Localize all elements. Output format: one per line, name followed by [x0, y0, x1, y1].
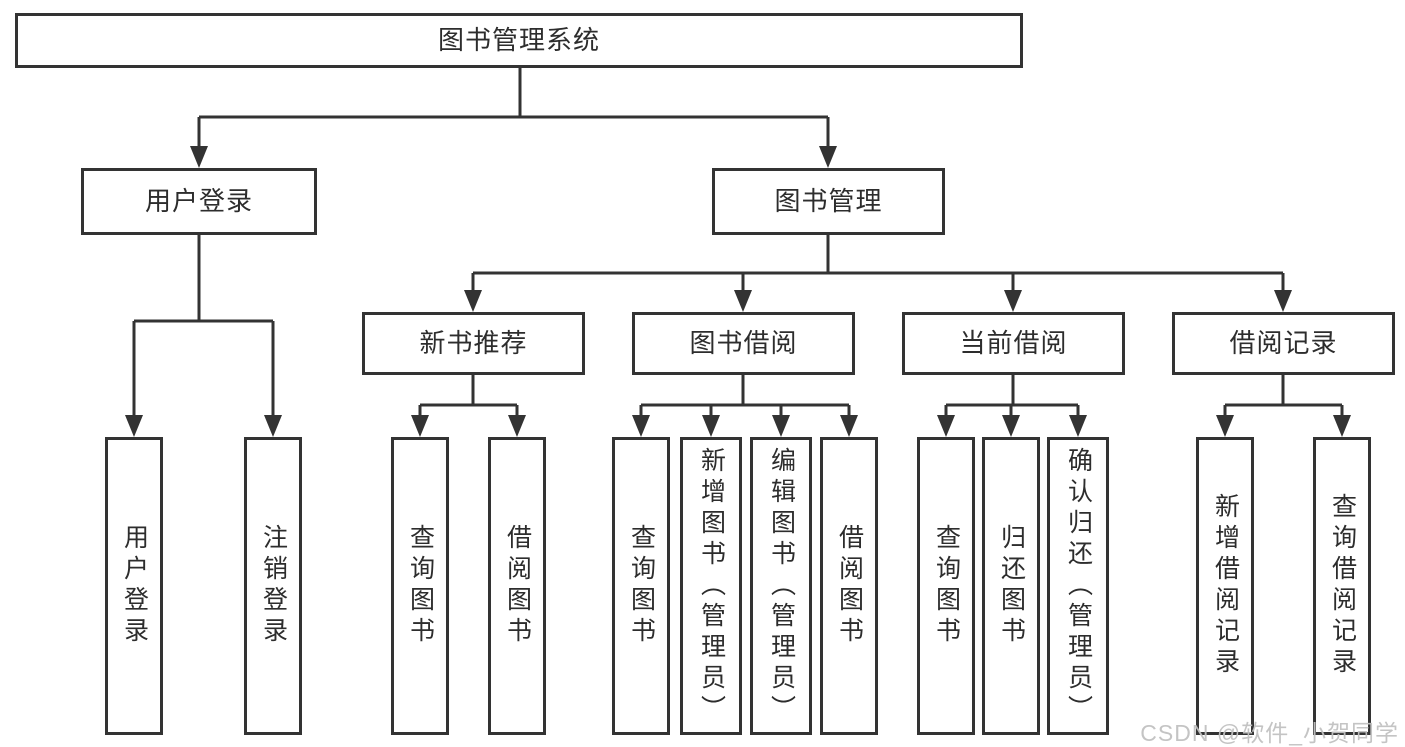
leaf-query-books-current: 查询图书	[917, 437, 975, 735]
tree-edges	[132, 68, 1344, 419]
leaf-query-borrow-record: 查询借阅记录	[1313, 437, 1371, 735]
leaf-return-books: 归还图书	[982, 437, 1040, 735]
leaf-query-books-borrowing: 查询图书	[612, 437, 670, 735]
node-book-management: 图书管理	[712, 168, 945, 235]
node-new-book-recommendation: 新书推荐	[362, 312, 585, 375]
leaf-borrow-books-recommend: 借阅图书	[488, 437, 546, 735]
arrowhead-icons	[125, 146, 1351, 437]
node-borrowing-records: 借阅记录	[1172, 312, 1395, 375]
leaf-add-books-admin: 新增图书（管理员）	[680, 437, 742, 735]
csdn-watermark: CSDN @软件_小贺同学	[1140, 720, 1399, 746]
leaf-confirm-return-admin: 确认归还（管理员）	[1047, 437, 1109, 735]
leaf-borrow-books: 借阅图书	[820, 437, 878, 735]
leaf-user-login: 用户登录	[105, 437, 163, 735]
leaf-query-books-recommend: 查询图书	[391, 437, 449, 735]
leaf-logout: 注销登录	[244, 437, 302, 735]
leaf-add-borrow-record: 新增借阅记录	[1196, 437, 1254, 735]
node-current-borrowing: 当前借阅	[902, 312, 1125, 375]
leaf-edit-books-admin: 编辑图书（管理员）	[750, 437, 812, 735]
node-book-borrowing: 图书借阅	[632, 312, 855, 375]
node-library-management-system: 图书管理系统	[15, 13, 1023, 68]
node-user-login: 用户登录	[81, 168, 317, 235]
